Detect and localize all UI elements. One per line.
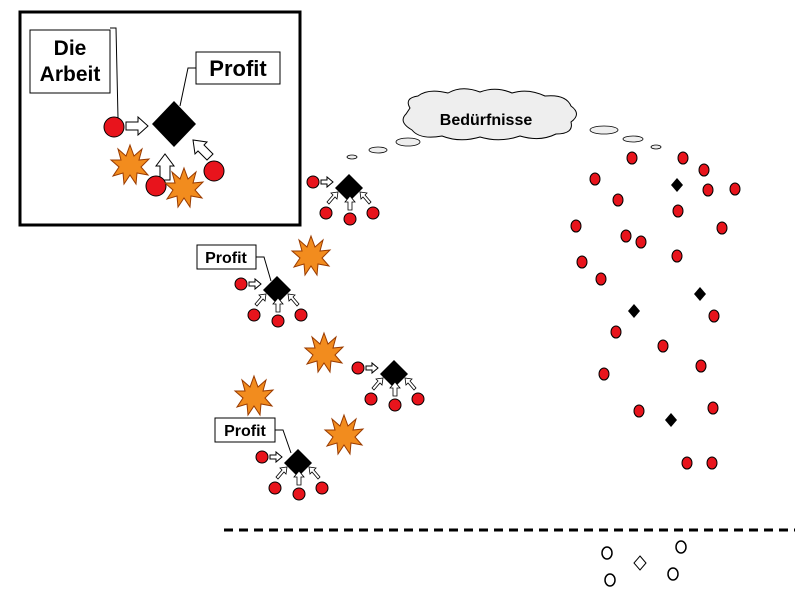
worker-label-line2: Arbeit (40, 63, 101, 86)
scattered-capital (628, 178, 706, 427)
capital-cluster (306, 173, 380, 226)
worker-circle (145, 175, 167, 197)
capital-cluster (351, 359, 425, 412)
thought-cloud-icon (402, 88, 577, 141)
profit-label-box (195, 51, 281, 85)
profit-label: Profit (209, 56, 267, 81)
profit-tag-label: Profit (224, 423, 266, 440)
thought-trail (346, 125, 662, 160)
worker-label-line1: Die (54, 37, 87, 60)
arrow-icon (125, 115, 149, 137)
arrow-icon (155, 153, 175, 181)
profit-tag-leader (256, 256, 272, 282)
capital-cluster (255, 448, 329, 501)
spark-explosion-icon (324, 414, 364, 455)
profit-tag-leader (275, 429, 292, 454)
profit-tag (214, 417, 276, 443)
profit-tag-label: Profit (205, 250, 247, 267)
cloud-label: Bedürfnisse (440, 112, 533, 129)
spark-explosion-icon (304, 332, 344, 373)
capital-cluster (234, 275, 308, 328)
scattered-workers (570, 151, 741, 470)
empty-shapes (601, 540, 687, 587)
worker-circle (103, 116, 125, 138)
spark-explosion-icon (234, 375, 274, 416)
worker-circle (203, 160, 225, 182)
profit-label-leader (179, 67, 196, 107)
inset-box: Die Arbeit Profit (18, 10, 302, 227)
spark-explosion-icon (291, 235, 331, 276)
capital-diamond (152, 101, 196, 147)
arrow-icon (192, 139, 214, 161)
worker-label-leader (110, 27, 119, 119)
worker-label-box (29, 29, 111, 94)
